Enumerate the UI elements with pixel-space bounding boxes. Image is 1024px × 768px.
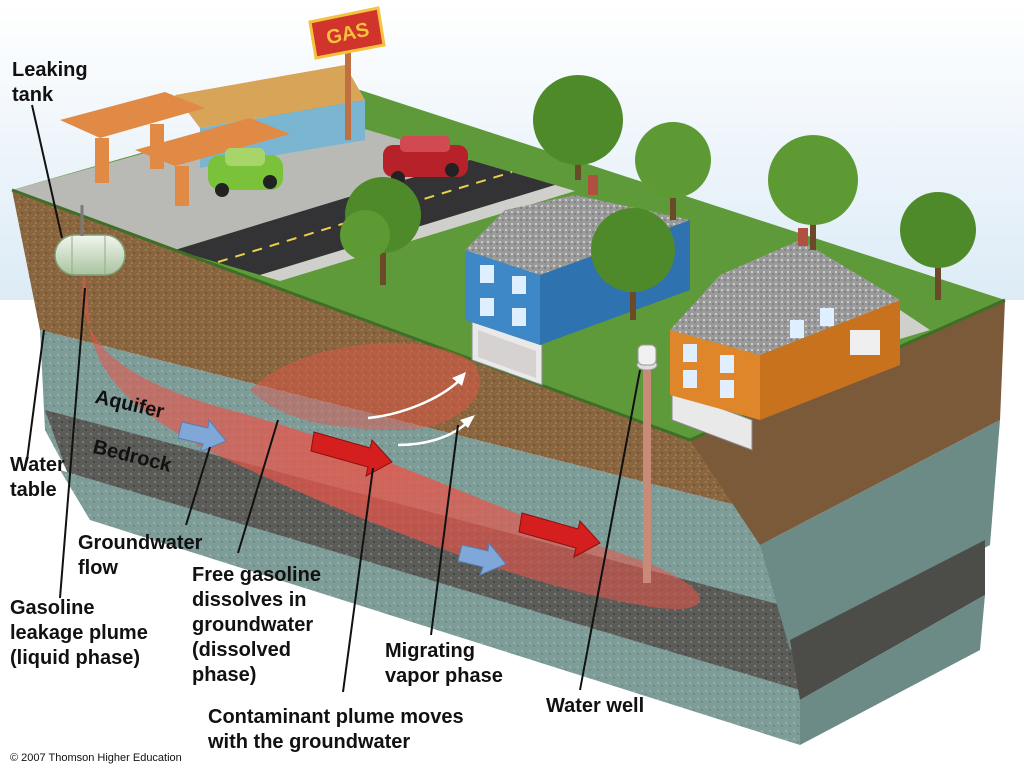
soil-layer-side xyxy=(690,300,1005,545)
water-well xyxy=(636,344,658,583)
leaking-tank xyxy=(54,205,126,276)
red-car xyxy=(383,136,468,185)
orange-house xyxy=(670,228,900,420)
label-water-well: Water well xyxy=(546,695,645,717)
vapor-arrow-lower xyxy=(397,419,471,447)
bedrock-layer-side xyxy=(790,540,985,700)
label-contaminant-plume: Contaminant plume moves with the groundw… xyxy=(208,706,464,753)
label-free-gasoline: Free gasoline dissolves in groundwater (… xyxy=(192,564,321,686)
vapor-spread xyxy=(250,343,481,430)
label-gasoline-leakage-plume: Gasoline leakage plume (liquid phase) xyxy=(10,597,148,669)
copyright-notice: © 2007 Thomson Higher Education xyxy=(10,752,182,764)
bedrock-layer-front xyxy=(45,410,800,700)
soil-layer-front xyxy=(12,190,755,510)
contaminant-arrow-2 xyxy=(518,512,601,558)
label-migrating-vapor: Migrating vapor phase xyxy=(385,640,503,687)
groundwater-flow-arrow-2 xyxy=(457,541,507,576)
groundwater-flow-arrow-1 xyxy=(177,418,227,453)
contaminant-arrow-1 xyxy=(310,431,393,477)
label-water-table: Water table xyxy=(10,454,65,501)
trees xyxy=(340,75,976,320)
vapor-arrow-upper xyxy=(367,377,463,420)
aquifer-layer-side xyxy=(760,420,1000,650)
leader-lines xyxy=(26,104,641,693)
label-groundwater-flow: Groundwater flow xyxy=(78,532,203,579)
label-leaking-tank: Leaking tank xyxy=(12,59,88,106)
green-car xyxy=(208,148,283,197)
gas-sign xyxy=(308,6,386,60)
